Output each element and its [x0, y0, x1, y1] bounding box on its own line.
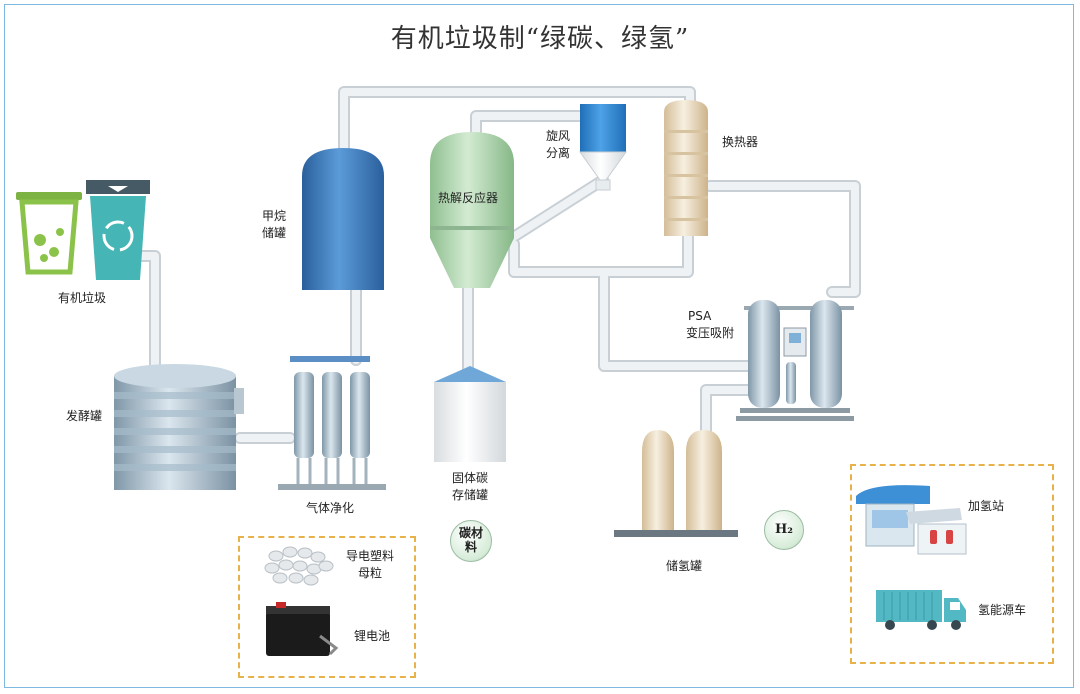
label-organic-waste: 有机垃圾 — [58, 291, 107, 305]
label-solid-carbon-1: 固体碳 — [452, 471, 489, 485]
carbon-products-box — [238, 536, 416, 678]
label-hydrogen-truck: 氢能源车 — [978, 603, 1027, 617]
cyclone-separator — [579, 104, 627, 191]
label-heat-exchanger: 换热器 — [722, 135, 759, 149]
teal-waste-bin — [86, 180, 150, 280]
carbon-material-badge: 碳材料 — [450, 520, 492, 562]
methane-storage-tank — [302, 148, 384, 290]
outer-frame — [4, 4, 1074, 688]
h2-badge-text: H₂ — [775, 522, 793, 537]
solid-carbon-storage — [434, 366, 506, 462]
label-cyclone-2: 分离 — [546, 146, 571, 160]
label-methane-tank-1: 甲烷 — [262, 209, 287, 223]
label-pyrolysis-reactor: 热解反应器 — [438, 191, 499, 205]
carbon-material-badge-text: 碳材料 — [458, 526, 483, 554]
label-psa-1: PSA — [688, 309, 712, 323]
label-hydrogen-tank: 储氢罐 — [666, 559, 703, 573]
fermentation-tank — [114, 364, 244, 490]
pyrolysis-reactor — [430, 132, 514, 288]
label-methane-tank-2: 储罐 — [262, 226, 287, 240]
hydrogen-storage-tanks — [614, 430, 738, 537]
label-cyclone-1: 旋风 — [546, 129, 571, 143]
label-conductive-plastic-2: 母粒 — [358, 566, 383, 580]
label-lithium-battery: 锂电池 — [354, 629, 391, 643]
label-fermentation-tank: 发酵罐 — [66, 409, 103, 423]
h2-badge: H₂ — [764, 510, 804, 550]
label-hydrogen-station: 加氢站 — [968, 499, 1005, 513]
pipes — [134, 86, 861, 444]
label-conductive-plastic-1: 导电塑料 — [346, 549, 395, 563]
label-psa-2: 变压吸附 — [686, 326, 735, 340]
lithium-battery — [266, 602, 339, 656]
diagram-title: 有机垃圾制“绿碳、绿氢” — [390, 24, 690, 54]
label-solid-carbon-2: 存储罐 — [452, 488, 489, 502]
green-waste-bin — [16, 192, 82, 275]
hydrogen-station — [856, 485, 967, 555]
hydrogen-truck — [876, 590, 966, 630]
conductive-plastic-pellets — [264, 546, 334, 586]
gas-purification-unit — [278, 356, 386, 490]
psa-unit — [736, 300, 854, 421]
hydrogen-applications-box — [850, 464, 1054, 664]
heat-exchanger — [664, 100, 708, 236]
label-gas-purification: 气体净化 — [306, 501, 355, 515]
